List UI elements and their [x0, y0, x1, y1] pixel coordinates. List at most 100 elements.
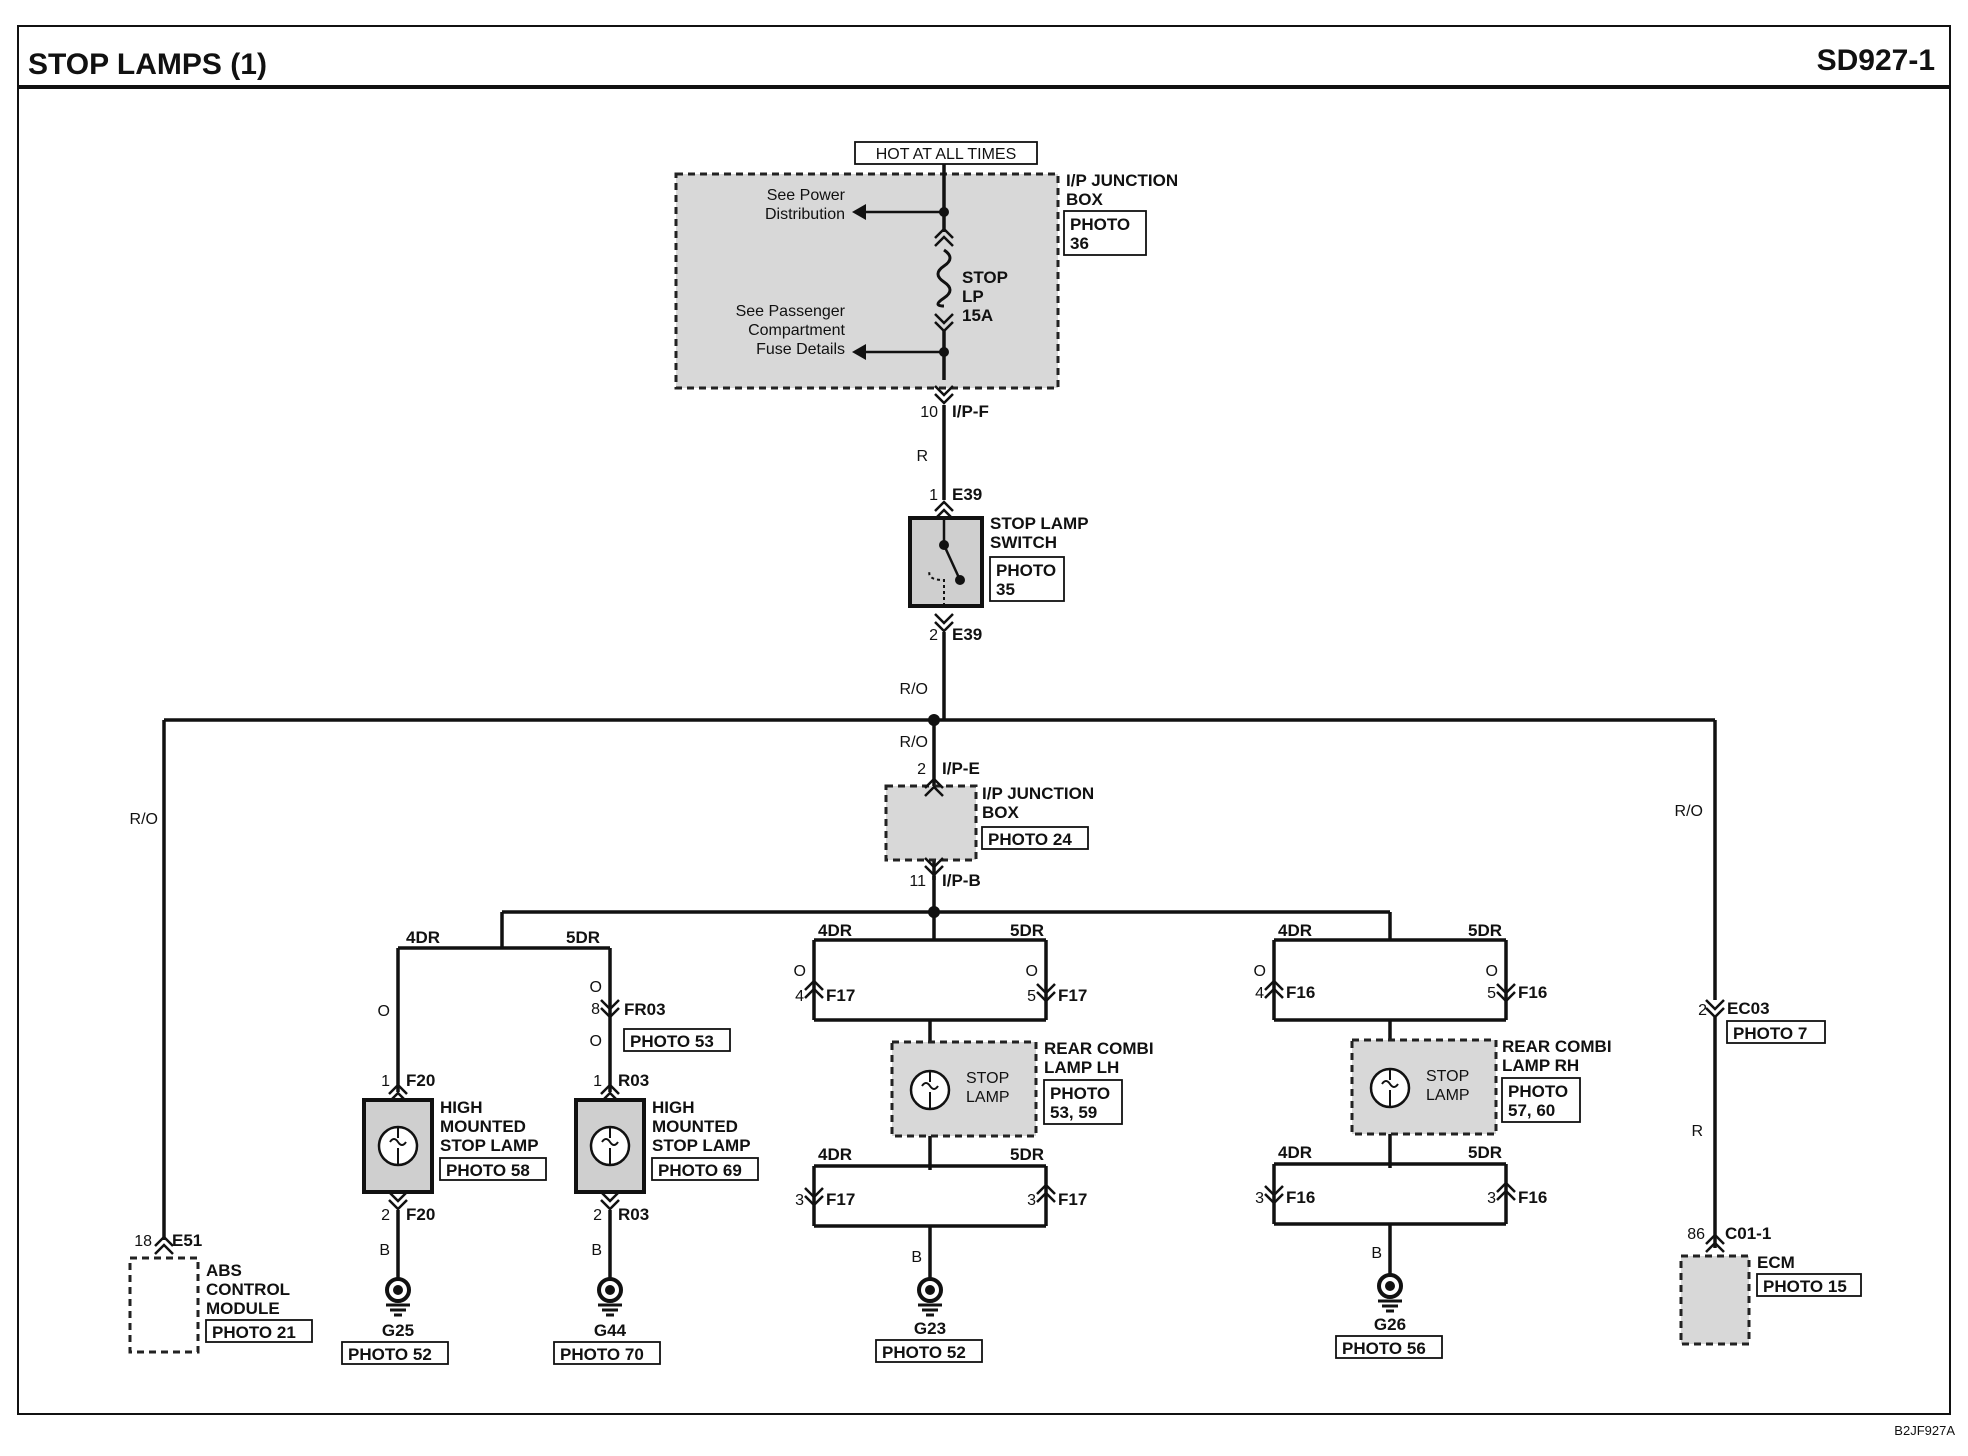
ipf-pin: 10	[920, 404, 938, 421]
center-jb-name-2: BOX	[982, 803, 1020, 822]
stop-lamp-switch: 1 E39 STOP LAMP SWITCH PHOTO 35 2 E39	[908, 485, 1089, 644]
ecm-wire-bottom-label: R	[1691, 1123, 1703, 1140]
ground-g25-photo: PHOTO 52	[348, 1345, 432, 1364]
center-jb-outline	[884, 784, 978, 862]
fr03-photo-box	[623, 1028, 731, 1052]
hmsl-4dr-bulb-icon	[377, 1125, 419, 1167]
hmsl-5dr-variant: 5DR	[566, 928, 600, 947]
lh-pin-a: 4	[795, 988, 804, 1005]
hmsl-4dr-wire-in-label: O	[378, 1003, 390, 1020]
hot-at-all-times-label: HOT AT ALL TIMES	[876, 146, 1017, 163]
ground-g26-label: G26	[1374, 1315, 1406, 1334]
dist-splice	[928, 906, 940, 918]
fr03-pin: 8	[591, 1001, 600, 1018]
lh-conn-a: F17	[826, 986, 855, 1005]
ecm-outline	[1679, 1254, 1751, 1346]
abs-wire-label: R/O	[130, 811, 158, 828]
lh-name-2: LAMP LH	[1044, 1058, 1119, 1077]
ipe-pin: 2	[917, 761, 926, 778]
ground-g26-photo: PHOTO 56	[1342, 1339, 1426, 1358]
switch-out-conn: E39	[952, 625, 982, 644]
power-jb-photo-1: PHOTO	[1070, 215, 1130, 234]
lh-lamp-2: LAMP	[966, 1089, 1010, 1106]
ground-g23-photo: PHOTO 52	[882, 1343, 966, 1362]
switch-link	[928, 569, 945, 606]
ground-g26-photo-box	[1335, 1335, 1443, 1359]
rh-wire-a: O	[1254, 963, 1266, 980]
ground-g26-icon	[1376, 1273, 1404, 1313]
switch-contact-dot	[955, 575, 965, 585]
rh-wire-b: O	[1486, 963, 1498, 980]
rh-lamp-2: LAMP	[1426, 1087, 1470, 1104]
lh-var-a: 4DR	[818, 921, 852, 940]
rh-var-d: 5DR	[1468, 1143, 1502, 1162]
ecm-photo-box	[1756, 1273, 1862, 1297]
hmsl-4dr-photo: PHOTO 58	[446, 1161, 530, 1180]
hmsl-4dr-name-2: MOUNTED	[440, 1117, 526, 1136]
hot-at-all-times-box	[854, 141, 1038, 165]
rh-pin-b: 5	[1487, 985, 1496, 1002]
see-power-1: See Power	[767, 187, 846, 204]
lh-conn-c: F17	[826, 1190, 855, 1209]
power-jb-photo-box	[1063, 210, 1147, 256]
rh-pin-a: 4	[1255, 985, 1264, 1002]
hmsl-5dr-wire-out-label: B	[591, 1242, 602, 1259]
rh-var-a: 4DR	[1278, 921, 1312, 940]
hmsl-4dr-conn-out: F20	[406, 1205, 435, 1224]
ecm-pin: 86	[1687, 1226, 1705, 1243]
rh-var-c: 4DR	[1278, 1143, 1312, 1162]
switch-out-pin: 2	[929, 627, 938, 644]
hmsl-5dr-name-2: MOUNTED	[652, 1117, 738, 1136]
hmsl-5dr-out-connector-icon	[599, 1190, 621, 1211]
hmsl-4dr-conn-in: F20	[406, 1071, 435, 1090]
see-fuse-2: Compartment	[748, 322, 845, 339]
see-fuse-arrow-icon	[852, 344, 866, 360]
ec03-connector-icon	[1704, 998, 1726, 1019]
abs-name-1: ABS	[206, 1261, 242, 1280]
lh-photo-1: PHOTO	[1050, 1084, 1110, 1103]
see-power-2: Distribution	[765, 206, 845, 223]
power-jb-name-2: BOX	[1066, 190, 1104, 209]
ground-g44-icon	[596, 1277, 624, 1317]
abs-pin: 18	[134, 1233, 152, 1250]
ipb-pin: 11	[909, 873, 926, 890]
hmsl-4dr-pin-out: 2	[381, 1207, 390, 1224]
hmsl-5dr-photo-box	[651, 1157, 759, 1181]
rh-pin-d: 3	[1487, 1190, 1496, 1207]
hmsl-5dr: O 8 FR03 PHOTO 53 O 1 R03 2 R03 B HIGH M…	[553, 948, 759, 1365]
rh-photo-box	[1501, 1077, 1581, 1123]
switch-photo-2: 35	[996, 580, 1015, 599]
switch-blade	[942, 544, 962, 581]
switch-photo-1: PHOTO	[996, 561, 1056, 580]
center-jb-name-1: I/P JUNCTION	[982, 784, 1094, 803]
lh-var-d: 5DR	[1010, 1145, 1044, 1164]
hmsl-4dr-pin-in: 1	[381, 1073, 390, 1090]
hmsl-5dr-photo: PHOTO 69	[658, 1161, 742, 1180]
hmsl-4dr-photo-box	[439, 1157, 547, 1181]
abs-name-3: MODULE	[206, 1299, 280, 1318]
ipf-conn: I/P-F	[952, 402, 989, 421]
ground-g25-photo-box	[341, 1341, 449, 1365]
rear-combi-lamp-lh: 4DR 5DR O O 4 F17 5 F17 STOP LAMP REAR C…	[794, 921, 1154, 1363]
rh-name-1: REAR COMBI	[1502, 1037, 1612, 1056]
center-junction-box: R/O 2 I/P-E I/P JUNCTION BOX PHOTO 24 11…	[884, 720, 1094, 890]
ground-g23-label: G23	[914, 1319, 946, 1338]
abs-photo-box	[205, 1319, 313, 1343]
lh-wire-a: O	[794, 963, 806, 980]
hmsl-4dr: O 1 F20 2 F20 B HIGH MOUNTED STOP LAMP P…	[341, 948, 547, 1365]
see-power-arrow-icon	[852, 204, 866, 220]
fuse-label-3: 15A	[962, 306, 993, 325]
lh-var-c: 4DR	[818, 1145, 852, 1164]
fuse-label-2: LP	[962, 287, 984, 306]
rh-conn-a: F16	[1286, 983, 1315, 1002]
rh-conn-c: F16	[1286, 1188, 1315, 1207]
lh-conn-d: F17	[1058, 1190, 1087, 1209]
lh-lamp-1: STOP	[966, 1070, 1009, 1087]
power-jb-photo-2: 36	[1070, 234, 1089, 253]
hmsl-4dr-name-3: STOP LAMP	[440, 1136, 539, 1155]
ground-g44-photo-box	[553, 1341, 661, 1365]
ec03-photo-box	[1726, 1020, 1826, 1044]
hmsl-4dr-variant: 4DR	[406, 928, 440, 947]
lh-wire-b: O	[1026, 963, 1038, 980]
